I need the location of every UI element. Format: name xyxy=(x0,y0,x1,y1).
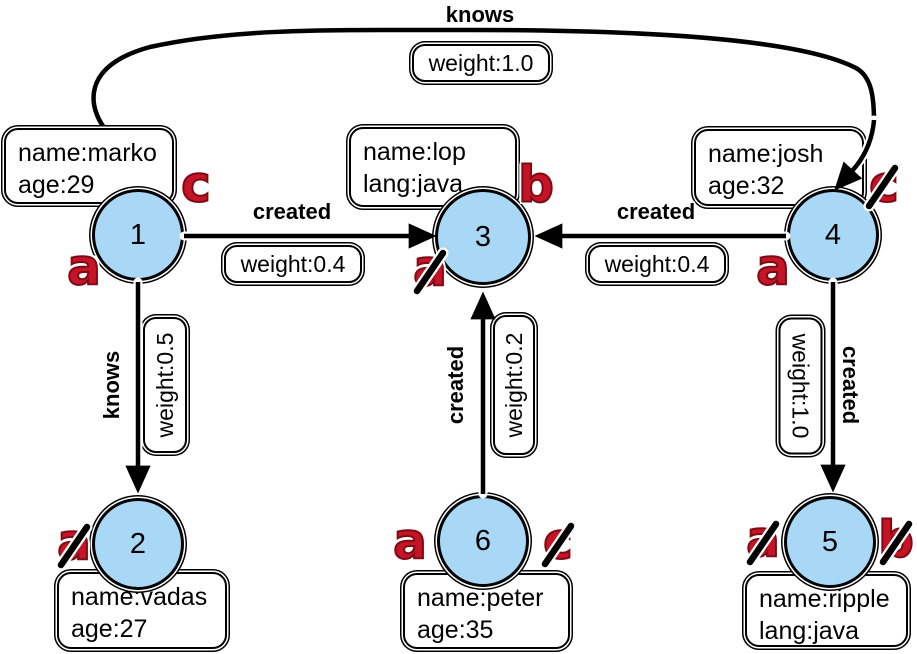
weight-value: weight:1.0 xyxy=(788,333,814,439)
weight-value: weight:0.4 xyxy=(240,250,346,277)
edge-label-created-4-5: created xyxy=(838,345,863,425)
vertex-2: 2 xyxy=(92,498,184,590)
annotation-a-vertex-2-struck: a xyxy=(56,513,92,573)
properties-ripple: name:ripple lang:java xyxy=(745,574,908,647)
properties-marko: name:marko age:29 xyxy=(4,128,174,204)
vertex-5: 5 xyxy=(784,496,876,588)
weight-box-created-6-3: weight:0.2 xyxy=(493,315,535,455)
annotation-a-vertex-6: a xyxy=(392,512,428,572)
vertex-1: 1 xyxy=(92,189,184,281)
property-lang: lang:java xyxy=(363,170,464,198)
vertex-2-id: 2 xyxy=(129,527,147,560)
property-name: name:josh xyxy=(708,140,824,168)
property-age: age:35 xyxy=(417,616,494,644)
weight-value: weight:0.4 xyxy=(604,250,710,277)
property-name: name:lop xyxy=(363,138,466,166)
vertex-3: 3 xyxy=(435,189,531,285)
edge-label-created-4-3: created xyxy=(616,199,696,224)
vertex-6: 6 xyxy=(437,495,529,587)
property-name: name:ripple xyxy=(759,585,890,613)
property-lang: lang:java xyxy=(759,617,860,645)
edge-label-knows-1-4: knows xyxy=(445,2,515,27)
vertex-4-id: 4 xyxy=(824,218,842,251)
property-age: age:29 xyxy=(18,171,95,199)
property-name: name:marko xyxy=(18,139,157,167)
vertex-5-id: 5 xyxy=(821,525,839,558)
weight-box-created-4-3: weight:0.4 xyxy=(588,245,726,283)
weight-value: weight:0.2 xyxy=(500,332,527,438)
weight-box-knows-1-2: weight:0.5 xyxy=(143,317,187,453)
annotation-b-vertex-3: b xyxy=(517,155,555,215)
annotation-c-vertex-1: c xyxy=(180,155,212,215)
annotation-b-vertex-5-struck: b xyxy=(877,510,915,570)
property-age: age:27 xyxy=(71,615,148,643)
weight-box-created-4-5: weight:1.0 xyxy=(778,317,823,455)
properties-lop: name:lop lang:java xyxy=(349,127,517,207)
weight-box-knows-1-4: weight:1.0 xyxy=(412,44,550,82)
weight-value: weight:0.5 xyxy=(151,332,178,438)
annotation-a-vertex-5-struck: a xyxy=(745,510,781,570)
annotation-a-vertex-1: a xyxy=(66,238,102,298)
weight-box-created-1-3: weight:0.4 xyxy=(224,245,362,283)
vertex-1-id: 1 xyxy=(129,218,147,251)
annotation-c-vertex-4-struck: c xyxy=(868,155,900,215)
edge-label-knows-1-2: knows xyxy=(99,350,124,420)
annotation-a-vertex-3-struck: a xyxy=(412,239,448,299)
properties-vadas: name:vadas age:27 xyxy=(57,572,227,649)
annotation-a-vertex-4: a xyxy=(755,238,791,298)
weight-value: weight:1.0 xyxy=(428,49,534,76)
edge-label-created-1-3: created xyxy=(252,199,332,224)
annotation-c-vertex-6-struck: c xyxy=(542,512,574,572)
property-age: age:32 xyxy=(708,172,785,200)
property-name: name:peter xyxy=(417,584,544,612)
vertex-6-id: 6 xyxy=(474,524,492,557)
vertex-4: 4 xyxy=(787,189,879,281)
edge-label-created-6-3: created xyxy=(443,345,468,425)
vertex-3-id: 3 xyxy=(474,220,492,253)
